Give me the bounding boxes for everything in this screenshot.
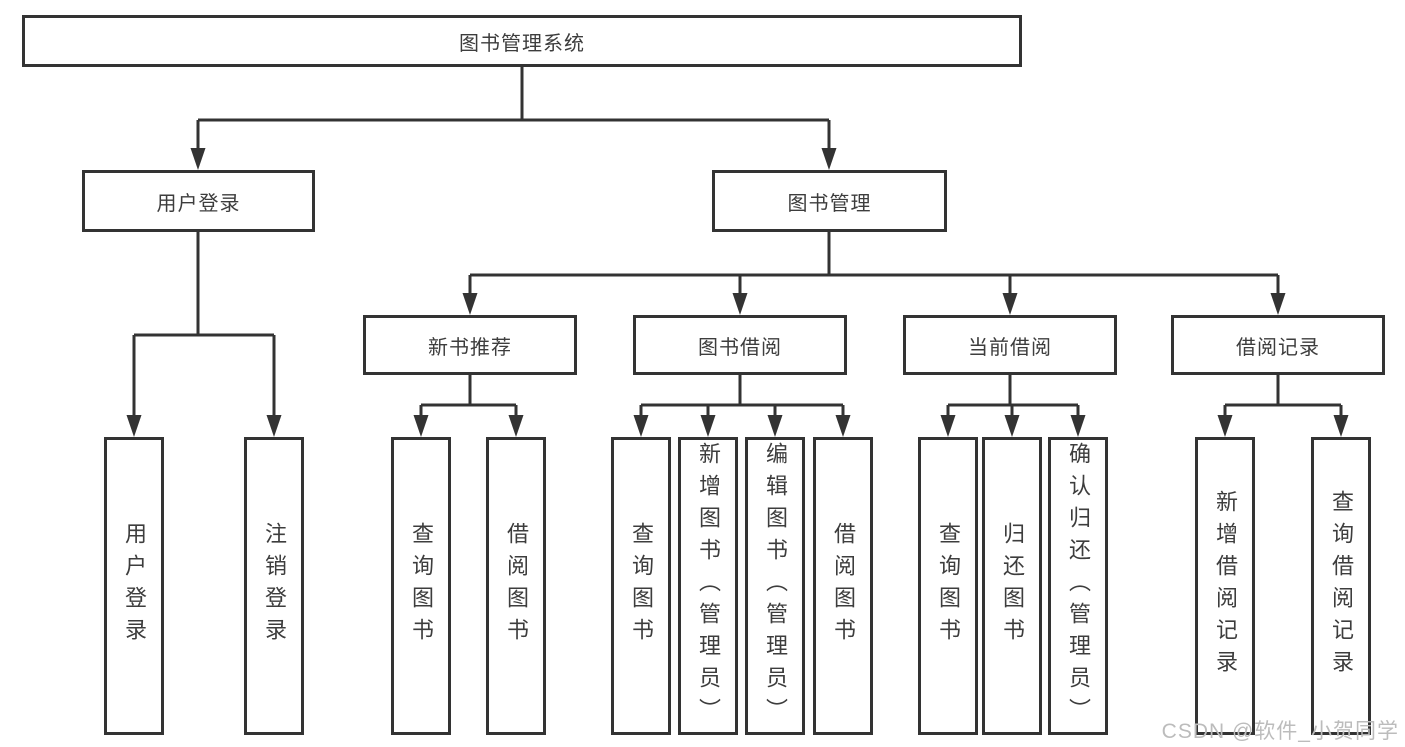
leaf-borrow-books-recommend: 借阅图书 — [486, 437, 546, 735]
node-borrow-records: 借阅记录 — [1171, 315, 1385, 375]
leaf-edit-books-admin: 编辑图书（管理员） — [745, 437, 805, 735]
leaf-add-books-admin: 新增图书（管理员） — [678, 437, 738, 735]
node-new-book-recommend: 新书推荐 — [363, 315, 577, 375]
node-current-borrow: 当前借阅 — [903, 315, 1117, 375]
leaf-user-login: 用户登录 — [104, 437, 164, 735]
leaf-query-books-borrow: 查询图书 — [611, 437, 671, 735]
node-user-login: 用户登录 — [82, 170, 315, 232]
leaf-query-books-recommend: 查询图书 — [391, 437, 451, 735]
leaf-add-borrow-record: 新增借阅记录 — [1195, 437, 1255, 735]
leaf-query-books-current: 查询图书 — [918, 437, 978, 735]
leaf-confirm-return-admin: 确认归还（管理员） — [1048, 437, 1108, 735]
node-library-management-system: 图书管理系统 — [22, 15, 1022, 67]
leaf-logout: 注销登录 — [244, 437, 304, 735]
leaf-borrow-books: 借阅图书 — [813, 437, 873, 735]
arrowhead-icons — [126, 148, 1349, 437]
node-book-management: 图书管理 — [712, 170, 947, 232]
leaf-query-borrow-record: 查询借阅记录 — [1311, 437, 1371, 735]
csdn-watermark: CSDN @软件_小贺同学 — [1161, 720, 1399, 743]
leaf-return-books: 归还图书 — [982, 437, 1042, 735]
node-book-borrow: 图书借阅 — [633, 315, 847, 375]
